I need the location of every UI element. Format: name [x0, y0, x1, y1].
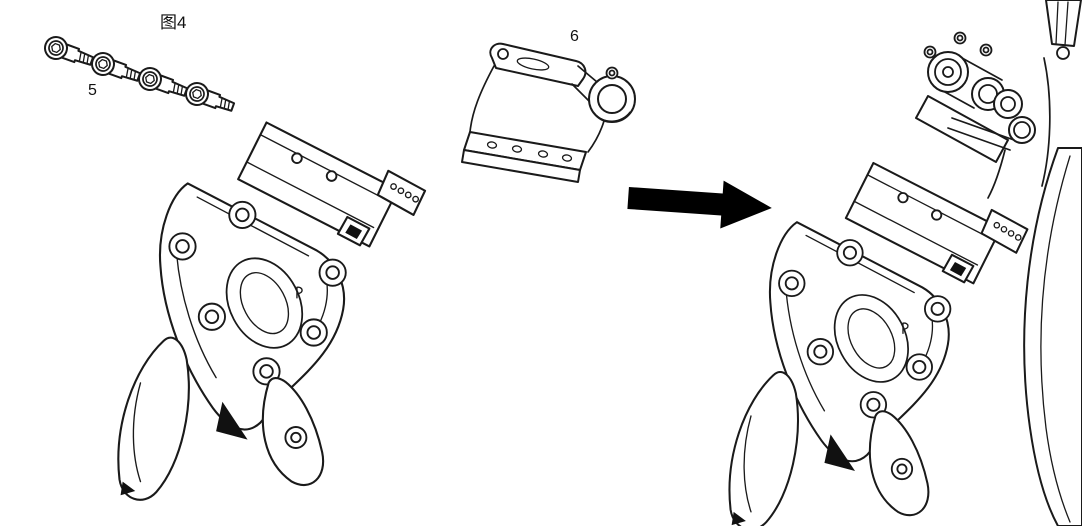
screw-icon	[134, 63, 191, 104]
robot-arm	[915, 0, 1082, 526]
callout-screws: 5	[88, 82, 97, 99]
bracket-part	[461, 42, 636, 183]
gripper-installed	[728, 161, 1029, 526]
screw-icon	[87, 48, 144, 89]
screw-icon	[40, 32, 97, 73]
assembly-arrow-icon	[627, 180, 772, 229]
gripper-exploded	[117, 121, 427, 501]
figure-title: 图4	[160, 13, 186, 32]
callout-bracket: 6	[570, 28, 579, 45]
screw-icon	[181, 78, 238, 119]
screws-group	[40, 32, 238, 119]
